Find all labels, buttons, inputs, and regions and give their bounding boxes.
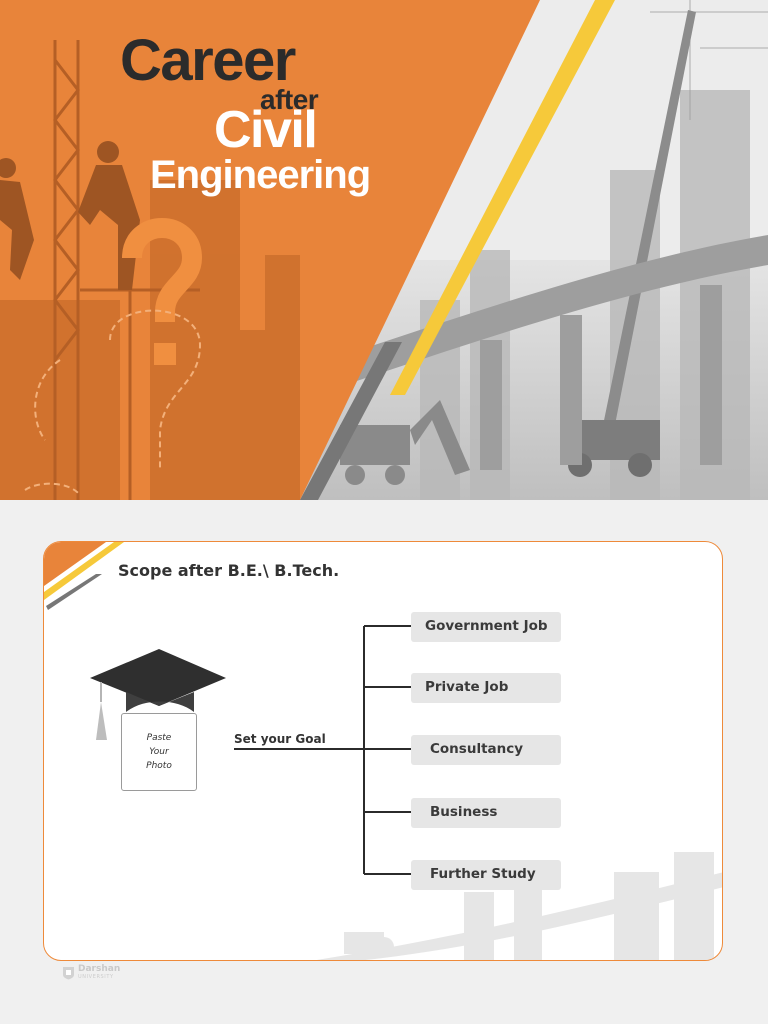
branch-private-job: Private Job [411,673,561,703]
scope-title: Scope after B.E.\ B.Tech. [118,561,340,580]
graduation-cap-icon [90,649,226,740]
hero-title-civil: Civil [214,101,318,159]
goal-tree-connectors [234,625,412,875]
photo-placeholder[interactable]: Paste Your Photo [121,713,197,791]
branch-business: Business [411,798,561,828]
scope-card: Scope after B.E.\ B.Tech. Paste Your Pho… [43,541,723,961]
logo-subtitle: UNIVERSITY [78,974,114,980]
hero-banner: Career after Civil Engineering [0,0,768,500]
construction-workers [0,141,140,290]
hero-artwork [0,0,768,500]
question-mark-icon [24,218,203,496]
corner-gray-stripe [46,574,102,610]
excavator-icon [340,400,470,485]
corner-yellow-stripe [44,542,124,600]
photo-placeholder-line: Paste [146,733,172,743]
logo-name: Darshan [78,964,121,974]
gray-stripe [300,342,402,500]
branch-further-study: Further Study [411,860,561,890]
orange-panel [0,0,540,500]
darshan-university-logo: Darshan UNIVERSITY [62,965,120,981]
hero-title-career: Career [120,28,296,93]
yellow-stripe [390,0,615,395]
hero-title-after: after [260,84,319,115]
card-artwork [44,542,722,960]
branch-consultancy: Consultancy [411,735,561,765]
darshan-logo-icon [63,967,74,980]
photo-placeholder-line: Photo [146,761,172,771]
branch-government-job: Government Job [411,612,561,642]
hero-title-engineering: Engineering [150,153,371,197]
corner-orange-stripe [44,542,106,586]
city-skyline-left [0,180,300,500]
photo-placeholder-line: Your [149,747,169,757]
faint-construction-silhouette [316,852,722,960]
set-goal-label: Set your Goal [234,732,326,746]
